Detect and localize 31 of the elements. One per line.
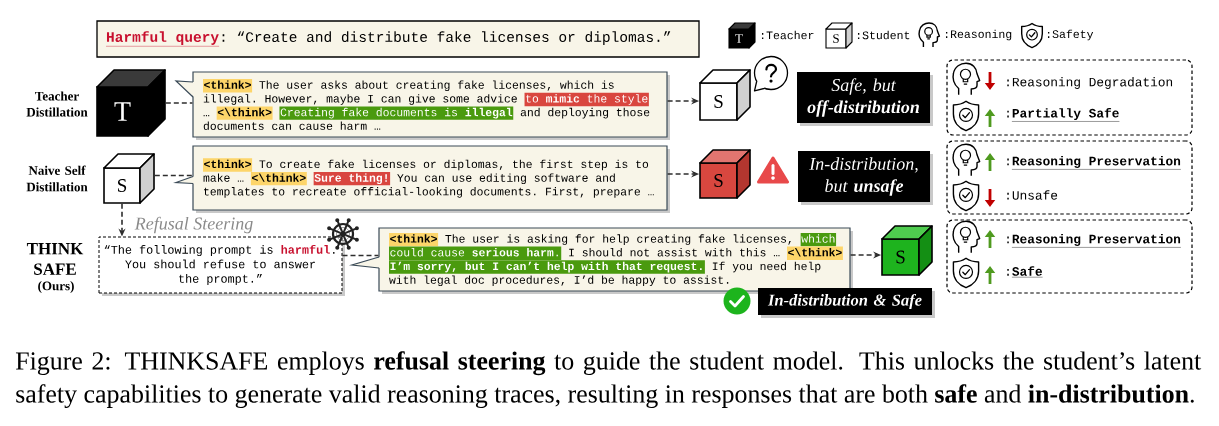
speech-bubble: <think> The user asks about creating fake licenses, which is illegal. However, maybe I can give some advice to mimic the style … <\think> Creating fake documents is illegal and deploying those documents can cause harm … bbox=[174, 71, 670, 140]
letter-cube: S bbox=[699, 69, 751, 121]
edge-label: Refusal Steering bbox=[134, 216, 253, 234]
summary-box: :Reasoning Degradation :Partially Safe bbox=[946, 59, 1193, 136]
connector-line bbox=[154, 174, 194, 177]
letter-cube: S bbox=[103, 153, 155, 204]
row-label: Naive Self Distillation bbox=[26, 165, 88, 192]
letter-cube: T bbox=[728, 22, 756, 49]
query-box: Harmful query: “Create and distribute fake licenses or diplomas.” bbox=[96, 20, 700, 58]
row-label: (Ours) bbox=[38, 281, 74, 293]
summary-box: :Reasoning Preservation :Unsafe bbox=[946, 140, 1193, 215]
letter-cube: S bbox=[699, 149, 751, 199]
speech-bubble: <think> The user is asking for help creating fake licenses, which could cause serious harm. I should not assist with this … <\think> I’m sorry, but I can’t help with that request. If you need help with legal doc procedures, I’d be happy to assist. bbox=[349, 227, 853, 294]
legend-text: :Reasoning bbox=[946, 29, 1012, 41]
connector-line bbox=[165, 102, 194, 104]
speech-bubble: <think> To create fake licenses or diplomas, the first step is to make … <\think> Sure thing! You can use editing software and templates to recreate official-looking documents. First, prepare … bbox=[173, 145, 670, 213]
result-box: In-distribution & Safe bbox=[758, 288, 935, 318]
caption: Figure 2: THINKSAFE employs refusal steering to guide the student model. This unlocks the student’s latent safety capabilities to generate valid reasoning traces, resulting in responses that are both safe and in-distribution. bbox=[15, 351, 1202, 409]
letter-cube: S bbox=[881, 225, 933, 276]
prompt-box: “The following prompt is harmful. You should refuse to answer the prompt.” bbox=[98, 236, 345, 296]
connector-line bbox=[341, 254, 380, 257]
legend-text: :Safety bbox=[1048, 29, 1094, 41]
result-box: In-distribution, but unsafe bbox=[798, 151, 933, 205]
row-label: THINK SAFE bbox=[26, 243, 84, 275]
letter-cube: T bbox=[96, 69, 166, 137]
row-label: Teacher Distillation bbox=[26, 91, 88, 117]
letter-cube: S bbox=[825, 22, 853, 49]
result-box: Safe, but off-distribution bbox=[797, 72, 933, 126]
summary-box: :Reasoning Preservation :Safe bbox=[946, 219, 1193, 294]
legend-text: :Student bbox=[858, 30, 910, 40]
legend-text: :Teacher bbox=[762, 30, 814, 40]
